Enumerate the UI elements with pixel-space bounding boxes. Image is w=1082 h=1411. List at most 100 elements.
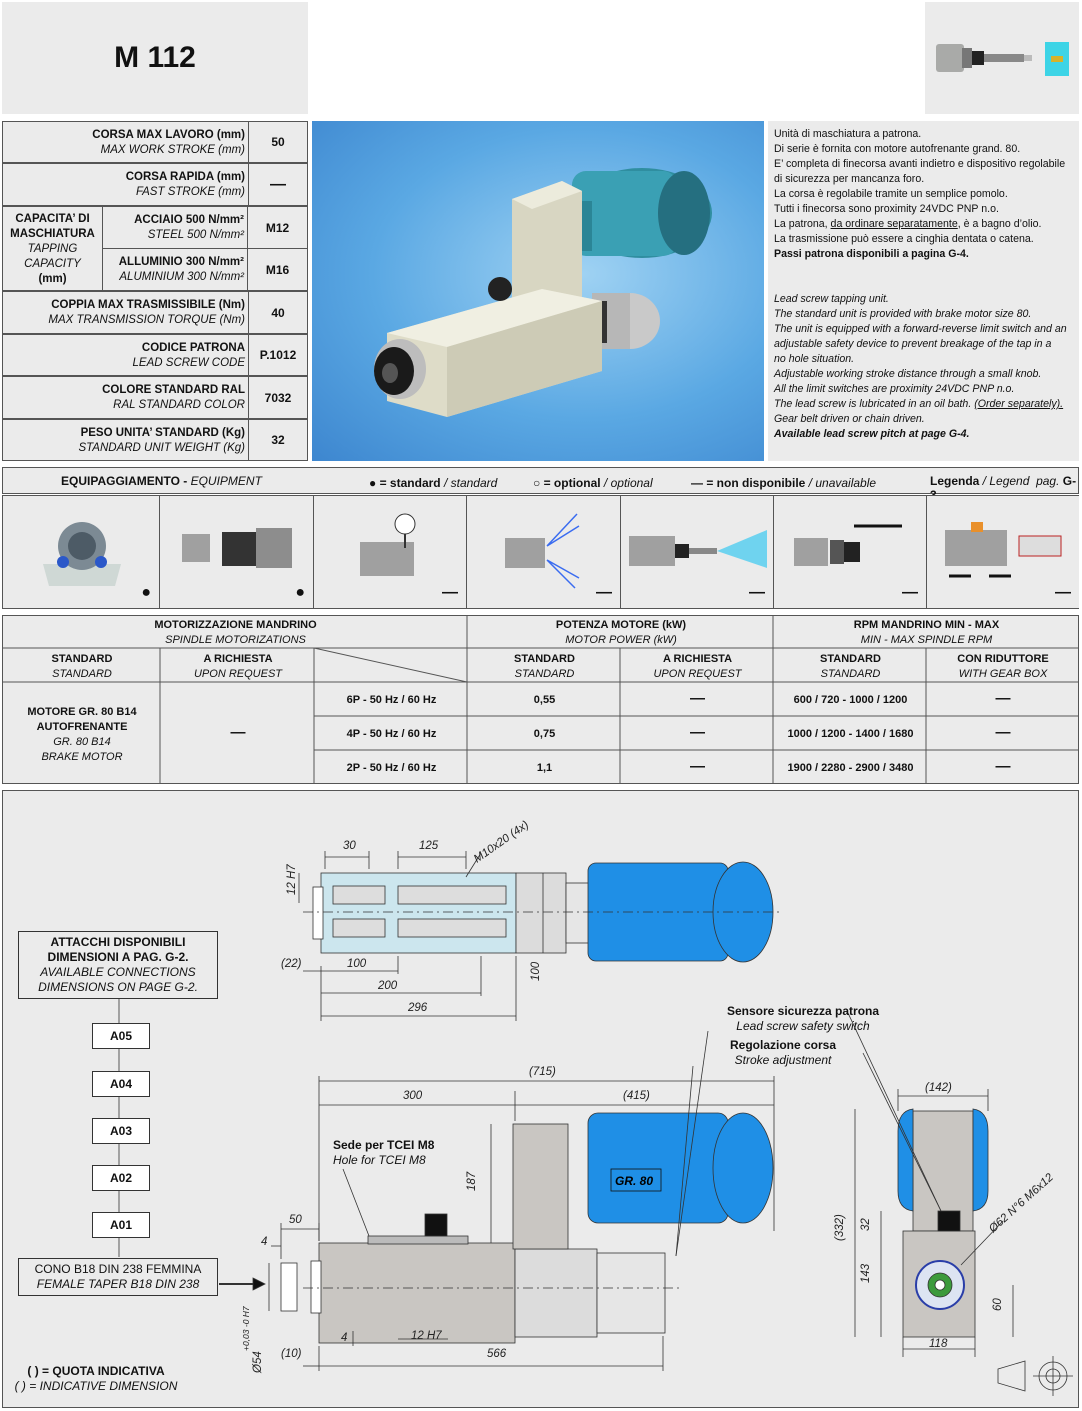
aluminium-value: M16: [265, 262, 290, 277]
dim-300: 300: [403, 1090, 423, 1102]
technical-drawing: 30 125 M10x20 (4x) 12 H7 (22) 100 200 29…: [2, 790, 1079, 1408]
dim-60: 60: [992, 1298, 1004, 1311]
optional-circle-icon: ○: [533, 476, 541, 490]
dim-100-top: 100: [347, 958, 367, 970]
dim-118: 118: [929, 1338, 948, 1350]
dim-332: (332): [834, 1214, 846, 1241]
equipment-header: EQUIPAGGIAMENTO - EQUIPMENT ● = standard…: [2, 467, 1079, 502]
spec-label-en: MAX WORK STROKE (mm): [100, 144, 245, 156]
equipment-angle-head: ●: [160, 496, 314, 608]
equipment-symbol: —: [442, 584, 458, 601]
dim-12h7-top: 12 H7: [286, 864, 298, 895]
connection-a01: A01: [92, 1212, 150, 1238]
dim-54: Ø54: [252, 1351, 264, 1374]
steel-value: M12: [248, 207, 307, 249]
dim-100-side: 100: [530, 961, 542, 981]
dim-4-top: 4: [261, 1236, 267, 1248]
electronic-control-icon: [945, 522, 1062, 578]
dim-143: 143: [860, 1263, 872, 1283]
connection-a03: A03: [92, 1118, 150, 1144]
motor-table-grid: [2, 615, 1079, 784]
dim-296: 296: [407, 1002, 428, 1014]
equipment-symbol: —: [902, 584, 918, 601]
coolant-spray-icon: [505, 513, 580, 589]
multi-spindle-head-icon: [43, 522, 121, 586]
description-en: Lead screw tapping unit. The standard un…: [774, 293, 1067, 440]
spec-row-fast-stroke: CORSA RAPIDA (mm)FAST STROKE (mm) —: [2, 163, 308, 206]
connection-a04: A04: [92, 1071, 150, 1097]
gear-row-2: —: [995, 724, 1011, 741]
page-title: M 112: [114, 41, 196, 74]
dim-200: 200: [377, 980, 398, 992]
gear-row-3: —: [995, 758, 1011, 775]
drawing-canvas: 30 125 M10x20 (4x) 12 H7 (22) 100 200 29…: [118, 819, 1073, 1396]
equipment-through-coolant: —: [621, 496, 774, 608]
spec-value: —: [270, 175, 286, 193]
dim-12h7-bottom: 12 H7: [411, 1330, 442, 1342]
equipment-dial-gauge: —: [314, 496, 467, 608]
tool-holder-icon: [794, 524, 902, 566]
dim-22: (22): [281, 958, 302, 970]
dim-62-thread: Ø62 N°6 M6x12: [986, 1171, 1056, 1236]
equipment-symbol: —: [596, 584, 612, 601]
through-coolant-icon: [629, 530, 767, 568]
spec-label-en: FAST STROKE (mm): [135, 186, 245, 198]
kw-request-row-3: —: [690, 758, 705, 775]
dim-187: 187: [466, 1171, 478, 1191]
kw-row-3: 1,1: [536, 762, 553, 774]
equipment-tool-holder: —: [774, 496, 927, 608]
header-thumbnail: [925, 2, 1079, 114]
spec-row-torque: COPPIA MAX TRASMISSIBILE (Nm)MAX TRANSMI…: [2, 291, 308, 334]
spec-value: 7032: [264, 390, 292, 405]
spec-label-it: CORSA MAX LAVORO (mm): [92, 129, 245, 141]
dim-142: (142): [925, 1082, 952, 1094]
description-box: Unità di maschiatura a patrona. Di serie…: [768, 121, 1079, 461]
poles-row-1: 6P - 50 Hz / 60 Hz: [346, 694, 437, 706]
equipment-coolant-spray: —: [467, 496, 621, 608]
gear-row-1: —: [995, 690, 1011, 707]
spec-row-weight: PESO UNITA’ STANDARD (Kg)STANDARD UNIT W…: [2, 419, 308, 461]
equipment-multi-spindle: ●: [3, 496, 160, 608]
unit-thumbnail-icon: [936, 42, 1069, 76]
dim-50: 50: [289, 1214, 302, 1226]
motor-size-label: GR. 80: [615, 1174, 653, 1188]
tapping-unit-image: [374, 168, 712, 417]
dial-gauge-icon: [360, 513, 416, 576]
dim-32: 32: [860, 1218, 872, 1231]
spec-value: 40: [271, 305, 285, 320]
kw-row-2: 0,75: [533, 728, 556, 740]
motor-h2: POTENZA MOTORE (kW)MOTOR POWER (kW): [555, 619, 687, 646]
rpm-row-1: 600 / 720 - 1000 / 1200: [793, 694, 908, 706]
spec-row-max-stroke: CORSA MAX LAVORO (mm) MAX WORK STROKE (mm…: [2, 121, 308, 163]
spec-value: 32: [271, 433, 285, 447]
equipment-symbol: ●: [295, 584, 305, 601]
equipment-electronic-control: —: [927, 496, 1079, 608]
dim-415: (415): [623, 1090, 650, 1102]
equipment-symbol: —: [749, 584, 765, 601]
unavailable-dash-icon: —: [691, 476, 703, 490]
dim-10: (10): [281, 1348, 302, 1360]
attachments-box: ATTACCHI DISPONIBILI DIMENSIONI A PAG. G…: [18, 931, 218, 999]
kw-request-row-2: —: [690, 724, 705, 741]
poles-row-3: 2P - 50 Hz / 60 Hz: [346, 762, 437, 774]
indicative-note: ( ) = QUOTA INDICATIVA( ) = INDICATIVE D…: [14, 1364, 178, 1393]
title-box: M 112: [2, 2, 308, 114]
kw-request-row-1: —: [690, 690, 705, 707]
dim-54-tol: +0,03 -0 H7: [241, 1306, 251, 1351]
